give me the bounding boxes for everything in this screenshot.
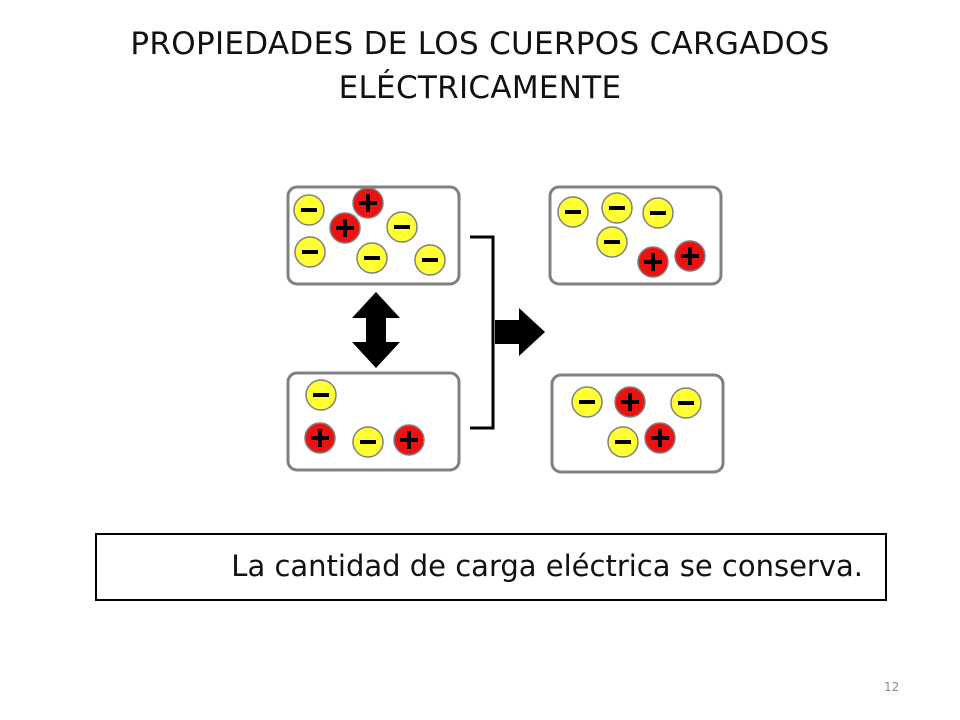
- negative-charge-icon: [571, 386, 603, 418]
- positive-charge-icon: [393, 424, 425, 456]
- positive-charge-icon: [644, 422, 676, 454]
- title-line-1: PROPIEDADES DE LOS CUERPOS CARGADOS: [130, 26, 830, 62]
- negative-charge-icon: [596, 226, 628, 258]
- right-arrow-icon: [495, 308, 545, 356]
- negative-charge-icon: [414, 244, 446, 276]
- positive-charge-icon: [329, 212, 361, 244]
- body-before-b: [286, 371, 461, 472]
- body-before-a: [286, 185, 461, 286]
- body-after-b: [550, 373, 725, 474]
- bracket-icon: [470, 235, 495, 430]
- negative-charge-icon: [601, 192, 633, 224]
- statement-box: La cantidad de carga eléctrica se conser…: [95, 533, 887, 601]
- negative-charge-icon: [607, 426, 639, 458]
- body-after-a: [548, 185, 723, 286]
- page-number: 12: [884, 680, 900, 694]
- title-line-2: ELÉCTRICAMENTE: [338, 70, 622, 106]
- positive-charge-icon: [674, 240, 706, 272]
- negative-charge-icon: [352, 426, 384, 458]
- positive-charge-icon: [637, 246, 669, 278]
- page-title: PROPIEDADES DE LOS CUERPOS CARGADOS ELÉC…: [0, 22, 960, 110]
- negative-charge-icon: [294, 236, 326, 268]
- statement-text: La cantidad de carga eléctrica se conser…: [231, 549, 863, 583]
- negative-charge-icon: [386, 211, 418, 243]
- positive-charge-icon: [614, 386, 646, 418]
- negative-charge-icon: [557, 196, 589, 228]
- double-arrow-icon: [352, 292, 400, 368]
- negative-charge-icon: [642, 197, 674, 229]
- negative-charge-icon: [670, 387, 702, 419]
- positive-charge-icon: [352, 187, 384, 219]
- positive-charge-icon: [304, 422, 336, 454]
- negative-charge-icon: [305, 379, 337, 411]
- negative-charge-icon: [293, 194, 325, 226]
- negative-charge-icon: [356, 242, 388, 274]
